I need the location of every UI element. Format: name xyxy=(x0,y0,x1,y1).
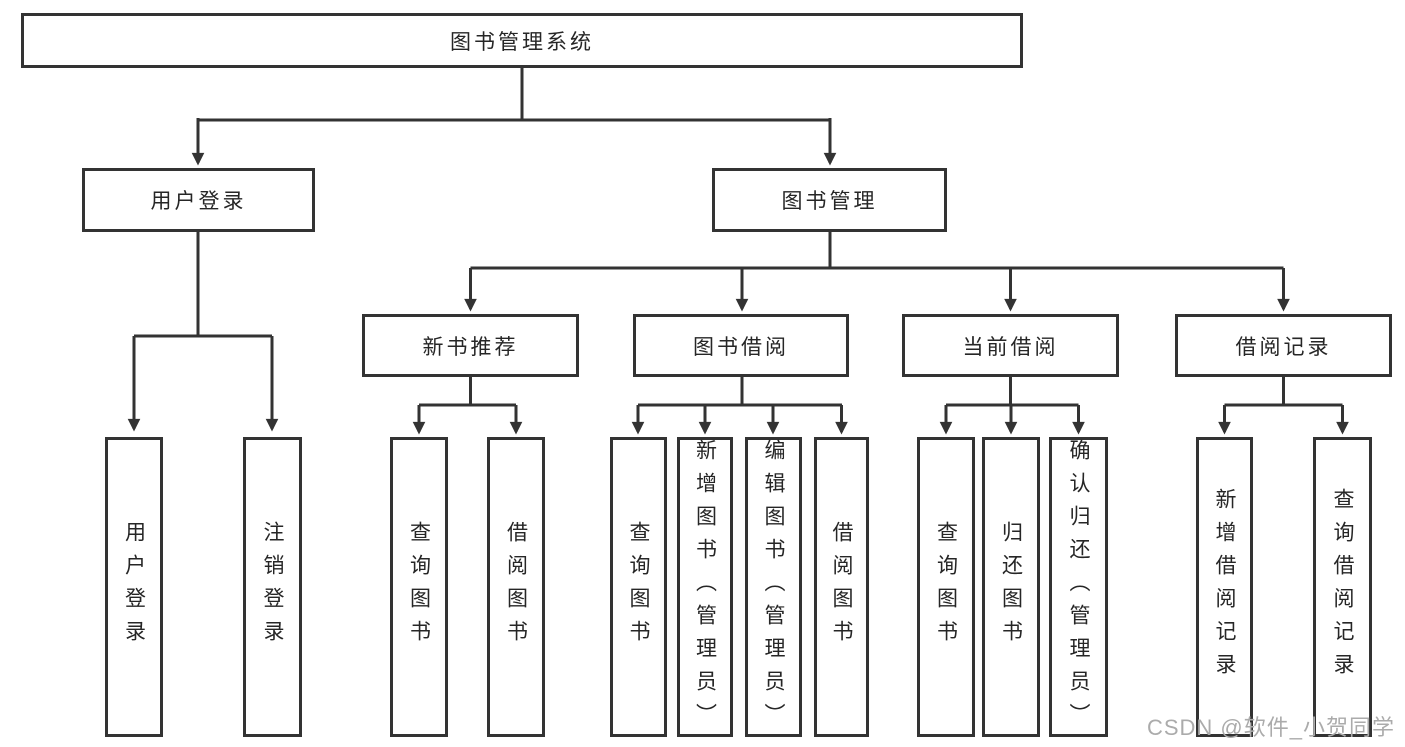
connector-trunks xyxy=(134,68,1343,407)
leaf-bb-borrow-book: 借阅图书 xyxy=(814,437,869,737)
leaf-bb-query-book: 查询图书 xyxy=(610,437,667,737)
leaf-br-query-record-label: 查询借阅记录 xyxy=(1331,488,1354,686)
node-library-system: 图书管理系统 xyxy=(21,13,1023,68)
leaf-cb-confirm-return-admin-label: 确认归还（管理员） xyxy=(1067,438,1090,736)
node-library-system-label: 图书管理系统 xyxy=(450,30,594,54)
node-borrow-records: 借阅记录 xyxy=(1175,314,1392,377)
node-book-management-label: 图书管理 xyxy=(781,190,878,213)
leaf-cb-confirm-return-admin: 确认归还（管理员） xyxy=(1049,437,1108,737)
leaf-cb-return-book: 归还图书 xyxy=(982,437,1040,737)
node-new-book-recommend: 新书推荐 xyxy=(362,314,579,377)
leaf-cb-query-book: 查询图书 xyxy=(917,437,975,737)
leaf-nbr-borrow-book-label: 借阅图书 xyxy=(504,521,528,653)
node-book-management: 图书管理 xyxy=(712,168,947,232)
leaf-user-login: 用户登录 xyxy=(105,437,163,737)
leaf-br-add-record-label: 新增借阅记录 xyxy=(1213,488,1236,686)
leaf-logout-login-label: 注销登录 xyxy=(261,521,284,653)
leaf-logout-login: 注销登录 xyxy=(243,437,302,737)
node-borrow-records-label: 借阅记录 xyxy=(1235,335,1332,359)
node-user-login-label: 用户登录 xyxy=(150,190,247,213)
leaf-nbr-query-book: 查询图书 xyxy=(390,437,448,737)
leaf-cb-return-book-label: 归还图书 xyxy=(999,521,1023,653)
leaf-nbr-borrow-book: 借阅图书 xyxy=(487,437,545,737)
leaf-bb-edit-book-admin-label: 编辑图书（管理员） xyxy=(762,438,785,736)
node-user-login: 用户登录 xyxy=(82,168,315,232)
leaf-bb-edit-book-admin: 编辑图书（管理员） xyxy=(745,437,802,737)
leaf-bb-add-book-admin-label: 新增图书（管理员） xyxy=(693,438,717,736)
node-current-borrow-label: 当前借阅 xyxy=(962,335,1059,359)
leaf-bb-add-book-admin: 新增图书（管理员） xyxy=(677,437,733,737)
leaf-bb-borrow-book-label: 借阅图书 xyxy=(830,521,853,653)
leaf-user-login-label: 用户登录 xyxy=(122,521,146,653)
csdn-watermark: CSDN @软件_小贺同学 xyxy=(1146,715,1395,740)
leaf-cb-query-book-label: 查询图书 xyxy=(934,521,958,653)
leaf-br-query-record: 查询借阅记录 xyxy=(1313,437,1372,737)
leaf-br-add-record: 新增借阅记录 xyxy=(1196,437,1253,737)
node-book-borrow-label: 图书借阅 xyxy=(693,335,789,359)
node-new-book-recommend-label: 新书推荐 xyxy=(422,335,519,359)
node-current-borrow: 当前借阅 xyxy=(902,314,1119,377)
node-book-borrow: 图书借阅 xyxy=(633,314,849,377)
leaf-bb-query-book-label: 查询图书 xyxy=(627,521,650,653)
leaf-nbr-query-book-label: 查询图书 xyxy=(407,521,431,653)
